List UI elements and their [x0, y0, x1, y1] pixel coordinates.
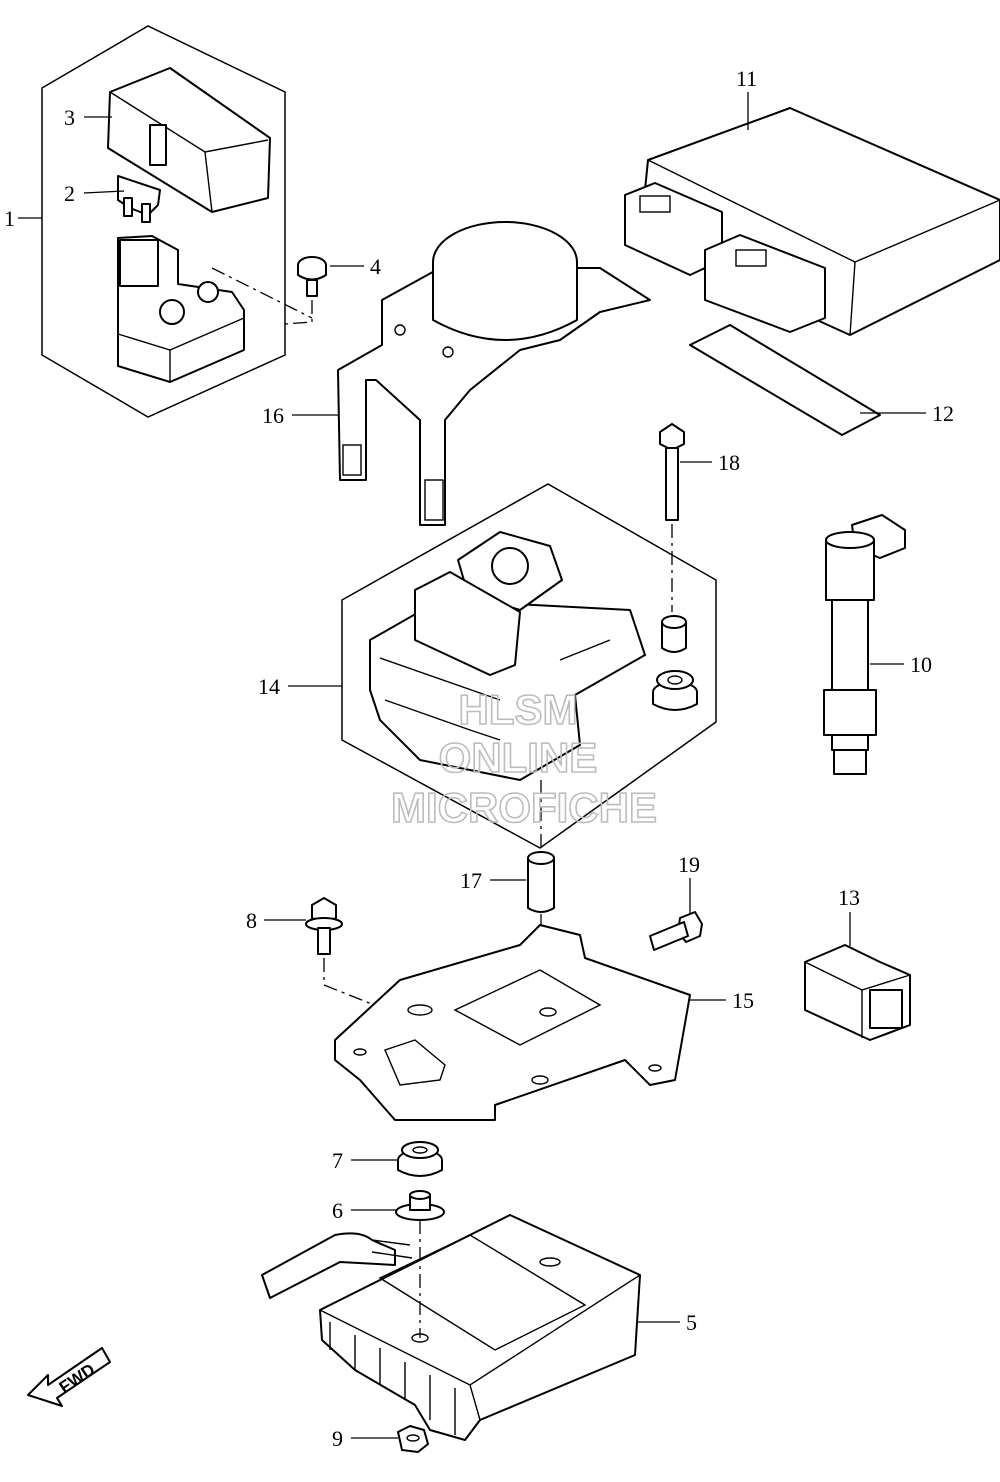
callout-10: 10 [910, 652, 932, 677]
fwd-arrow: FWD [27, 1347, 111, 1407]
bolt-19 [649, 911, 703, 951]
bolt-18 [659, 423, 685, 612]
grommet-7 [397, 1141, 443, 1177]
callout-18: 18 [718, 450, 740, 475]
callout-4: 4 [370, 254, 381, 279]
nut-9 [397, 1425, 429, 1453]
callout-19: 19 [678, 852, 700, 877]
callout-8: 8 [246, 908, 257, 933]
bolt-8 [305, 897, 413, 1021]
callout-17: 17 [460, 868, 482, 893]
collar [661, 615, 687, 653]
callout-13: 13 [838, 885, 860, 910]
watermark-line-3: MICROFICHE [391, 784, 657, 831]
watermark-line-2: ONLINE [439, 734, 598, 781]
watermark: HLSM ONLINE MICROFICHE [390, 685, 658, 832]
callout-16: 16 [262, 403, 284, 428]
coupler-13 [804, 944, 911, 1041]
callout-labels: 1 2 3 4 5 6 7 8 9 10 11 12 13 14 15 16 1… [4, 66, 954, 1451]
callout-12: 12 [932, 401, 954, 426]
relay-assembly-group [41, 25, 286, 418]
collar-6 [395, 1190, 445, 1221]
callout-3: 3 [64, 105, 75, 130]
callout-7: 7 [332, 1148, 343, 1173]
starter-relay [117, 235, 245, 383]
callout-9: 9 [332, 1426, 343, 1451]
bolt-4 [211, 256, 327, 325]
callout-6: 6 [332, 1198, 343, 1223]
callout-11: 11 [736, 66, 757, 91]
callout-1: 1 [4, 206, 15, 231]
callout-15: 15 [732, 988, 754, 1013]
leader-lines [18, 92, 926, 1439]
bracket-16 [337, 221, 651, 526]
control-unit-group [341, 483, 717, 849]
callout-14: 14 [258, 674, 280, 699]
fuse [117, 175, 161, 223]
watermark-line-1: HLSM [459, 686, 578, 733]
ecm-11 [624, 107, 1000, 336]
callout-2: 2 [64, 181, 75, 206]
relay-cover [107, 67, 271, 213]
sensor-10 [823, 514, 906, 775]
control-unit-14 [369, 531, 646, 781]
regulator-5 [261, 1214, 641, 1441]
grommet [652, 670, 698, 711]
pad-12 [689, 324, 881, 436]
plate-15 [334, 924, 691, 1121]
callout-5: 5 [686, 1310, 697, 1335]
